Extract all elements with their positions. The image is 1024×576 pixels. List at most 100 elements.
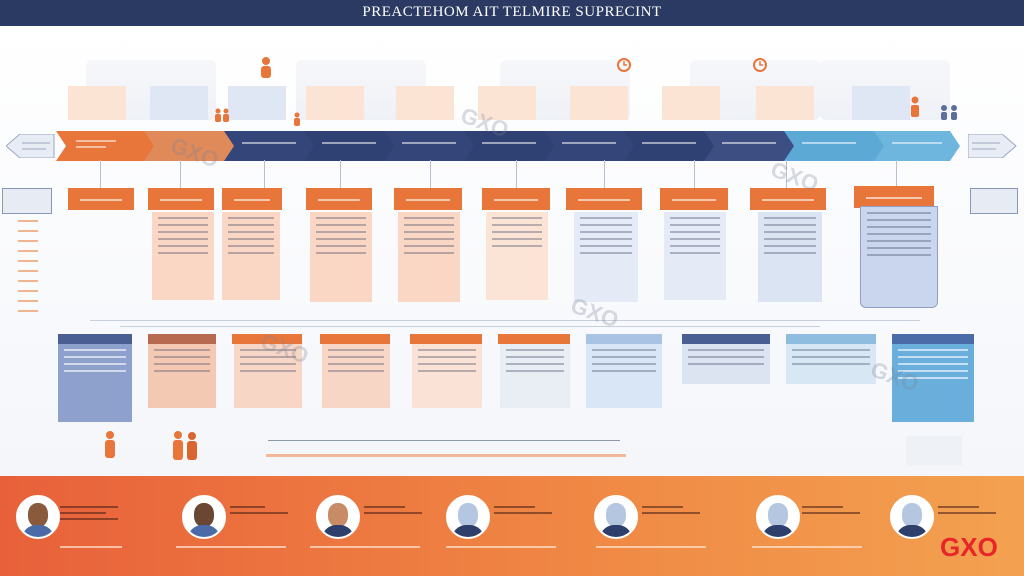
person-icon: [261, 57, 271, 78]
side-box-right: [970, 188, 1018, 214]
title-bar: PREACTEHOM AIT TELMIRE SUPRECINT: [0, 0, 1024, 26]
connector: [100, 160, 101, 190]
avatar: [182, 495, 226, 539]
task-card-header: [410, 334, 482, 344]
timeline-line: [60, 546, 122, 548]
sticky-note: [306, 86, 364, 120]
task-card-header: [586, 334, 662, 344]
person-icon: [941, 105, 957, 120]
stage-card-body: [758, 212, 822, 302]
stage-card-header: [306, 188, 372, 210]
team-member-text: [230, 502, 288, 518]
side-ladder: [18, 220, 38, 320]
stage-card-header: [660, 188, 728, 210]
task-card-header: [786, 334, 876, 344]
sticky-note: [478, 86, 536, 120]
task-card-body: [892, 344, 974, 422]
stage-card-body: [152, 212, 214, 300]
stage-card-header: [566, 188, 642, 210]
stage-card-header: [68, 188, 134, 210]
stage-card-body: [664, 212, 726, 300]
stage-card-header: [394, 188, 462, 210]
timeline-line: [268, 440, 620, 441]
team-footer: [0, 476, 1024, 576]
avatar: [446, 495, 490, 539]
connector: [264, 160, 265, 190]
task-card-body: [58, 344, 132, 422]
avatar: [890, 495, 934, 539]
connector: [180, 160, 181, 190]
clock-icon: [753, 58, 767, 72]
task-card-header: [498, 334, 570, 344]
timeline-line: [596, 546, 706, 548]
brand-logo: GXO: [940, 532, 998, 562]
team-member-text: [364, 502, 422, 518]
avatar: [756, 495, 800, 539]
page-title: PREACTEHOM AIT TELMIRE SUPRECINT: [362, 4, 662, 20]
person-icon: [294, 112, 300, 126]
connector-line: [120, 326, 820, 327]
connector: [340, 160, 341, 190]
task-card-body: [148, 344, 216, 408]
sticky-note: [68, 86, 126, 120]
timeline-line: [266, 454, 626, 457]
task-card-body: [412, 344, 482, 408]
connector: [430, 160, 431, 190]
connector: [516, 160, 517, 190]
side-box-left: [2, 188, 52, 214]
stage-card-header: [148, 188, 214, 210]
stage-card-body: [310, 212, 372, 302]
sticky-note: [570, 86, 628, 120]
task-card-header: [892, 334, 974, 344]
avatar: [594, 495, 638, 539]
connector: [896, 160, 897, 190]
team-member-text: [938, 502, 996, 518]
task-card-body: [322, 344, 390, 408]
timeline-line: [176, 546, 286, 548]
sticky-note: [396, 86, 454, 120]
team-member-text: [60, 502, 118, 524]
team-member-text: [802, 502, 860, 518]
chevron-arrow-icon: [968, 134, 1017, 158]
task-card-header: [148, 334, 216, 344]
stage-card-body: [574, 212, 638, 302]
task-card-header: [320, 334, 390, 344]
task-card-body: [234, 344, 302, 408]
team-member-text: [642, 502, 700, 518]
note-card: [906, 436, 962, 466]
task-card-header: [58, 334, 132, 344]
task-card-body: [500, 344, 570, 408]
stage-card-body: [486, 212, 548, 300]
stage-card-header: [750, 188, 826, 210]
sticky-note: [756, 86, 814, 120]
connector: [786, 160, 787, 190]
stage-card-header: [222, 188, 282, 210]
sticky-note: [662, 86, 720, 120]
task-card-body: [682, 344, 770, 384]
connector-line: [90, 320, 920, 321]
sticky-note: [150, 86, 208, 120]
stage-card-body: [398, 212, 460, 302]
stage-card-header: [854, 186, 934, 208]
stage-card-body: [222, 212, 280, 300]
timeline-line: [752, 546, 862, 548]
avatar: [16, 495, 60, 539]
chevron-arrow-icon: [6, 134, 55, 158]
sticky-note: [228, 86, 286, 120]
task-card-body: [786, 344, 876, 384]
stage-card-header: [482, 188, 550, 210]
connector: [694, 160, 695, 190]
timeline-line: [310, 546, 420, 548]
team-member-text: [494, 502, 552, 518]
task-card-header: [232, 334, 302, 344]
task-card-body: [586, 344, 662, 408]
person-icon: [173, 431, 197, 460]
avatar: [316, 495, 360, 539]
clock-icon: [617, 58, 631, 72]
timeline-line: [446, 546, 556, 548]
person-icon: [215, 108, 229, 122]
process-arrow-band: [56, 131, 960, 161]
stage-card-body: [860, 206, 938, 308]
connector: [604, 160, 605, 190]
person-icon: [911, 96, 919, 117]
